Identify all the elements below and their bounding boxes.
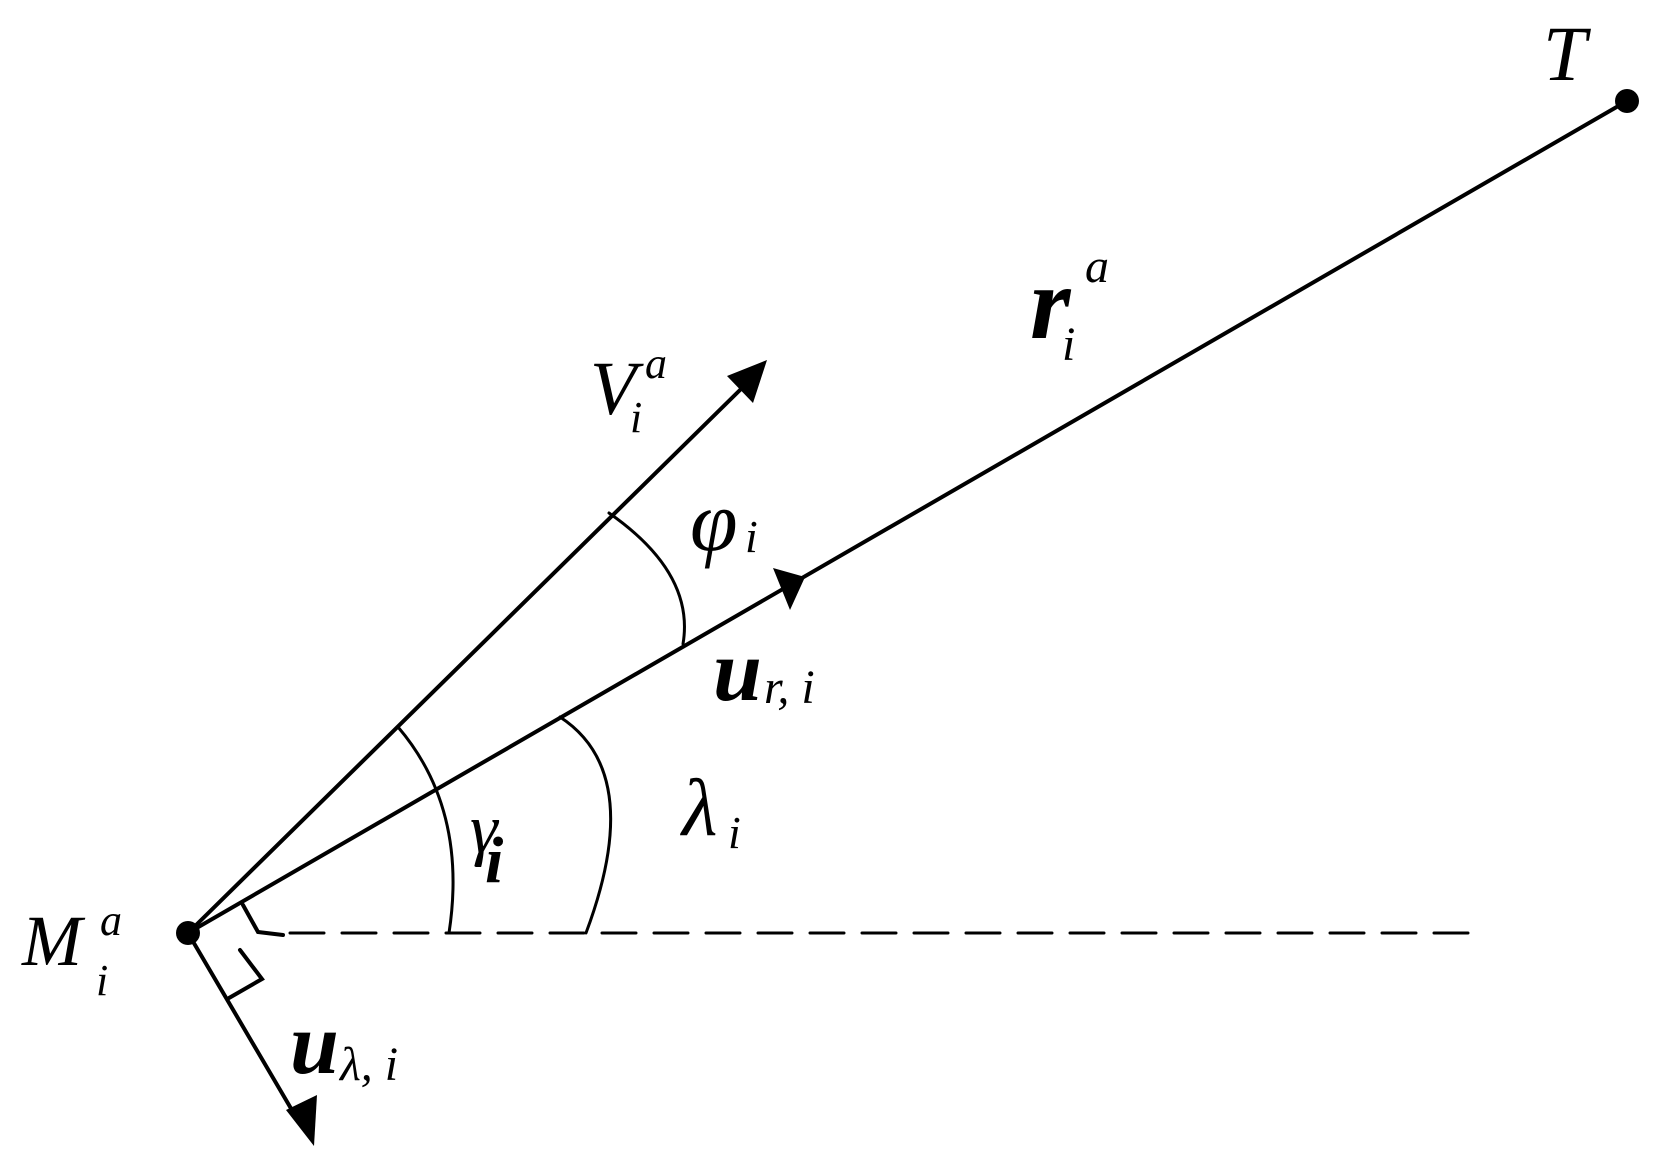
lambda-label-subscript: i	[728, 807, 741, 858]
target-point	[1615, 89, 1639, 113]
velocity-label-superscript: a	[645, 339, 667, 388]
right-angle-mark-ulambda	[227, 948, 265, 1000]
lambda-label: λ	[680, 762, 718, 853]
right-angle-mark-los	[241, 903, 285, 937]
u-r-label-subscript: r, i	[764, 661, 815, 714]
missile-point	[176, 921, 200, 945]
missile-label-superscript: a	[100, 896, 122, 945]
u-lambda-label: u	[290, 996, 339, 1093]
range-label-subscript: i	[1062, 318, 1075, 371]
u-lambda-label-subscript: λ, i	[338, 1038, 398, 1091]
gamma-label-subscript: i	[485, 824, 504, 897]
velocity-label-subscript: i	[630, 393, 642, 442]
u-lambda-vector-line	[186, 931, 298, 1119]
range-label-superscript: a	[1085, 240, 1109, 293]
target-label: T	[1543, 10, 1591, 97]
phi-label: φ	[690, 473, 738, 569]
phi-label-subscript: i	[745, 511, 758, 562]
line-of-sight	[186, 99, 1629, 935]
u-lambda-arrowhead	[286, 1095, 317, 1146]
missile-label-subscript: i	[96, 956, 108, 1005]
velocity-vector-line	[186, 388, 742, 935]
u-r-arrowhead	[773, 568, 805, 610]
missile-label: M	[21, 901, 86, 981]
gamma-angle-arc	[396, 725, 455, 935]
velocity-label: V	[590, 347, 644, 431]
u-r-label: u	[713, 623, 762, 720]
velocity-arrowhead	[727, 360, 767, 403]
gamma-label: γ	[470, 791, 500, 868]
range-label: r	[1030, 246, 1072, 361]
lambda-angle-arc	[558, 715, 613, 935]
phi-angle-arc	[607, 511, 686, 646]
